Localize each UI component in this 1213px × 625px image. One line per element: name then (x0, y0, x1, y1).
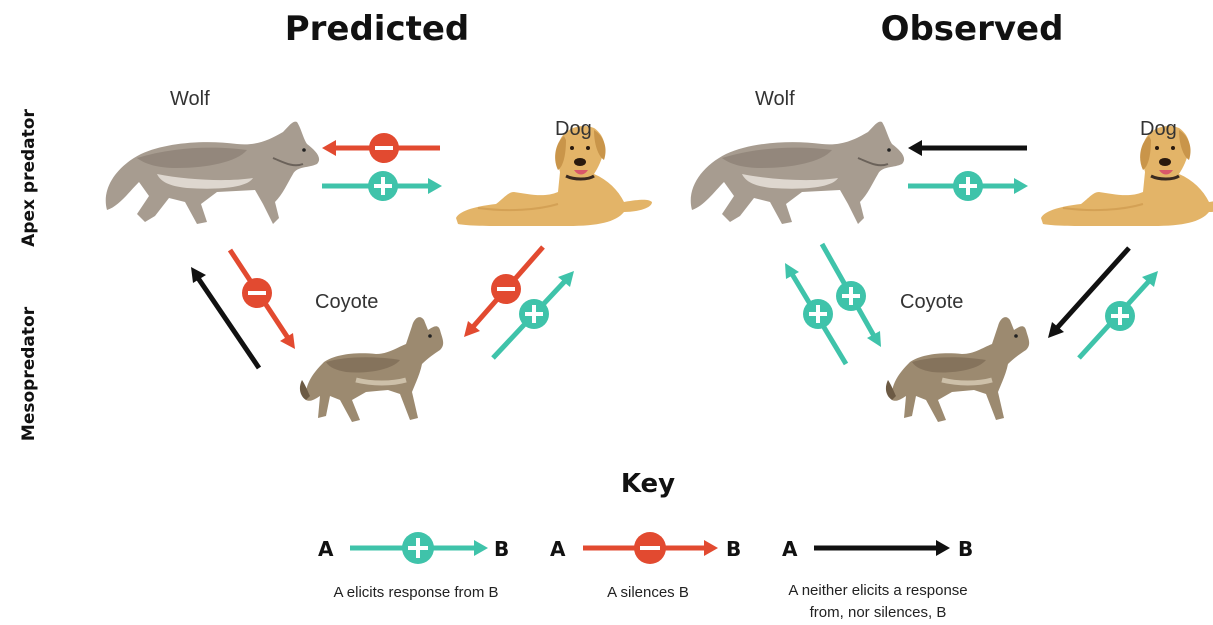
dog-label: Dog (555, 118, 592, 140)
arrow-dog-neither-coyote (1048, 246, 1131, 338)
arrow-dog-neither-wolf (908, 140, 1027, 156)
key-title: Key (621, 469, 675, 499)
arrow-wolf-elicits-dog (908, 171, 1028, 201)
key-silences-desc: A silences B (607, 584, 689, 601)
mesopredator-label: Mesopredator (19, 306, 39, 441)
arrow-coyote-neither-wolf (191, 267, 262, 370)
key-silences-arrow (583, 532, 718, 564)
coyote-label: Coyote (315, 291, 378, 313)
arrow-dog-silences-wolf (322, 133, 440, 163)
arrow-dog-silences-coyote (464, 245, 545, 337)
key-elicits-arrow (350, 532, 488, 564)
wolf-image (689, 120, 906, 225)
wolf-label: Wolf (755, 88, 795, 110)
key-neither-desc-line2: from, nor silences, B (810, 604, 947, 621)
predicted-panel: Wolf Dog Coyote (104, 88, 654, 422)
observed-title: Observed (881, 9, 1064, 49)
arrow-wolf-elicits-coyote (819, 242, 881, 347)
dog-image (454, 124, 654, 228)
key-section: Key A B A elicits response from B A B A … (318, 469, 973, 621)
key-elicits-desc: A elicits response from B (333, 584, 498, 601)
coyote-image (300, 317, 443, 422)
arrow-coyote-elicits-dog (491, 271, 574, 360)
observed-panel: Wolf Dog Coyote (689, 88, 1213, 422)
dog-label: Dog (1140, 118, 1177, 140)
key-neither-arrow (814, 540, 950, 556)
wolf-label: Wolf (170, 88, 210, 110)
coyote-label: Coyote (900, 291, 963, 313)
key-elicits-b: B (494, 537, 509, 561)
key-neither-desc-line1: A neither elicits a response (788, 582, 967, 599)
key-silences-b: B (726, 537, 741, 561)
key-neither-b: B (958, 537, 973, 561)
coyote-image (886, 317, 1029, 422)
key-elicits-a: A (318, 537, 334, 561)
dog-image (1039, 124, 1213, 228)
arrow-coyote-elicits-wolf (785, 263, 849, 366)
predicted-title: Predicted (285, 9, 470, 49)
wolf-image (104, 120, 321, 225)
key-silences-a: A (550, 537, 566, 561)
key-neither-a: A (782, 537, 798, 561)
arrow-wolf-elicits-dog (322, 171, 442, 201)
apex-predator-label: Apex predator (19, 109, 39, 247)
arrow-coyote-elicits-dog (1077, 271, 1158, 360)
arrow-wolf-silences-coyote (227, 248, 295, 349)
